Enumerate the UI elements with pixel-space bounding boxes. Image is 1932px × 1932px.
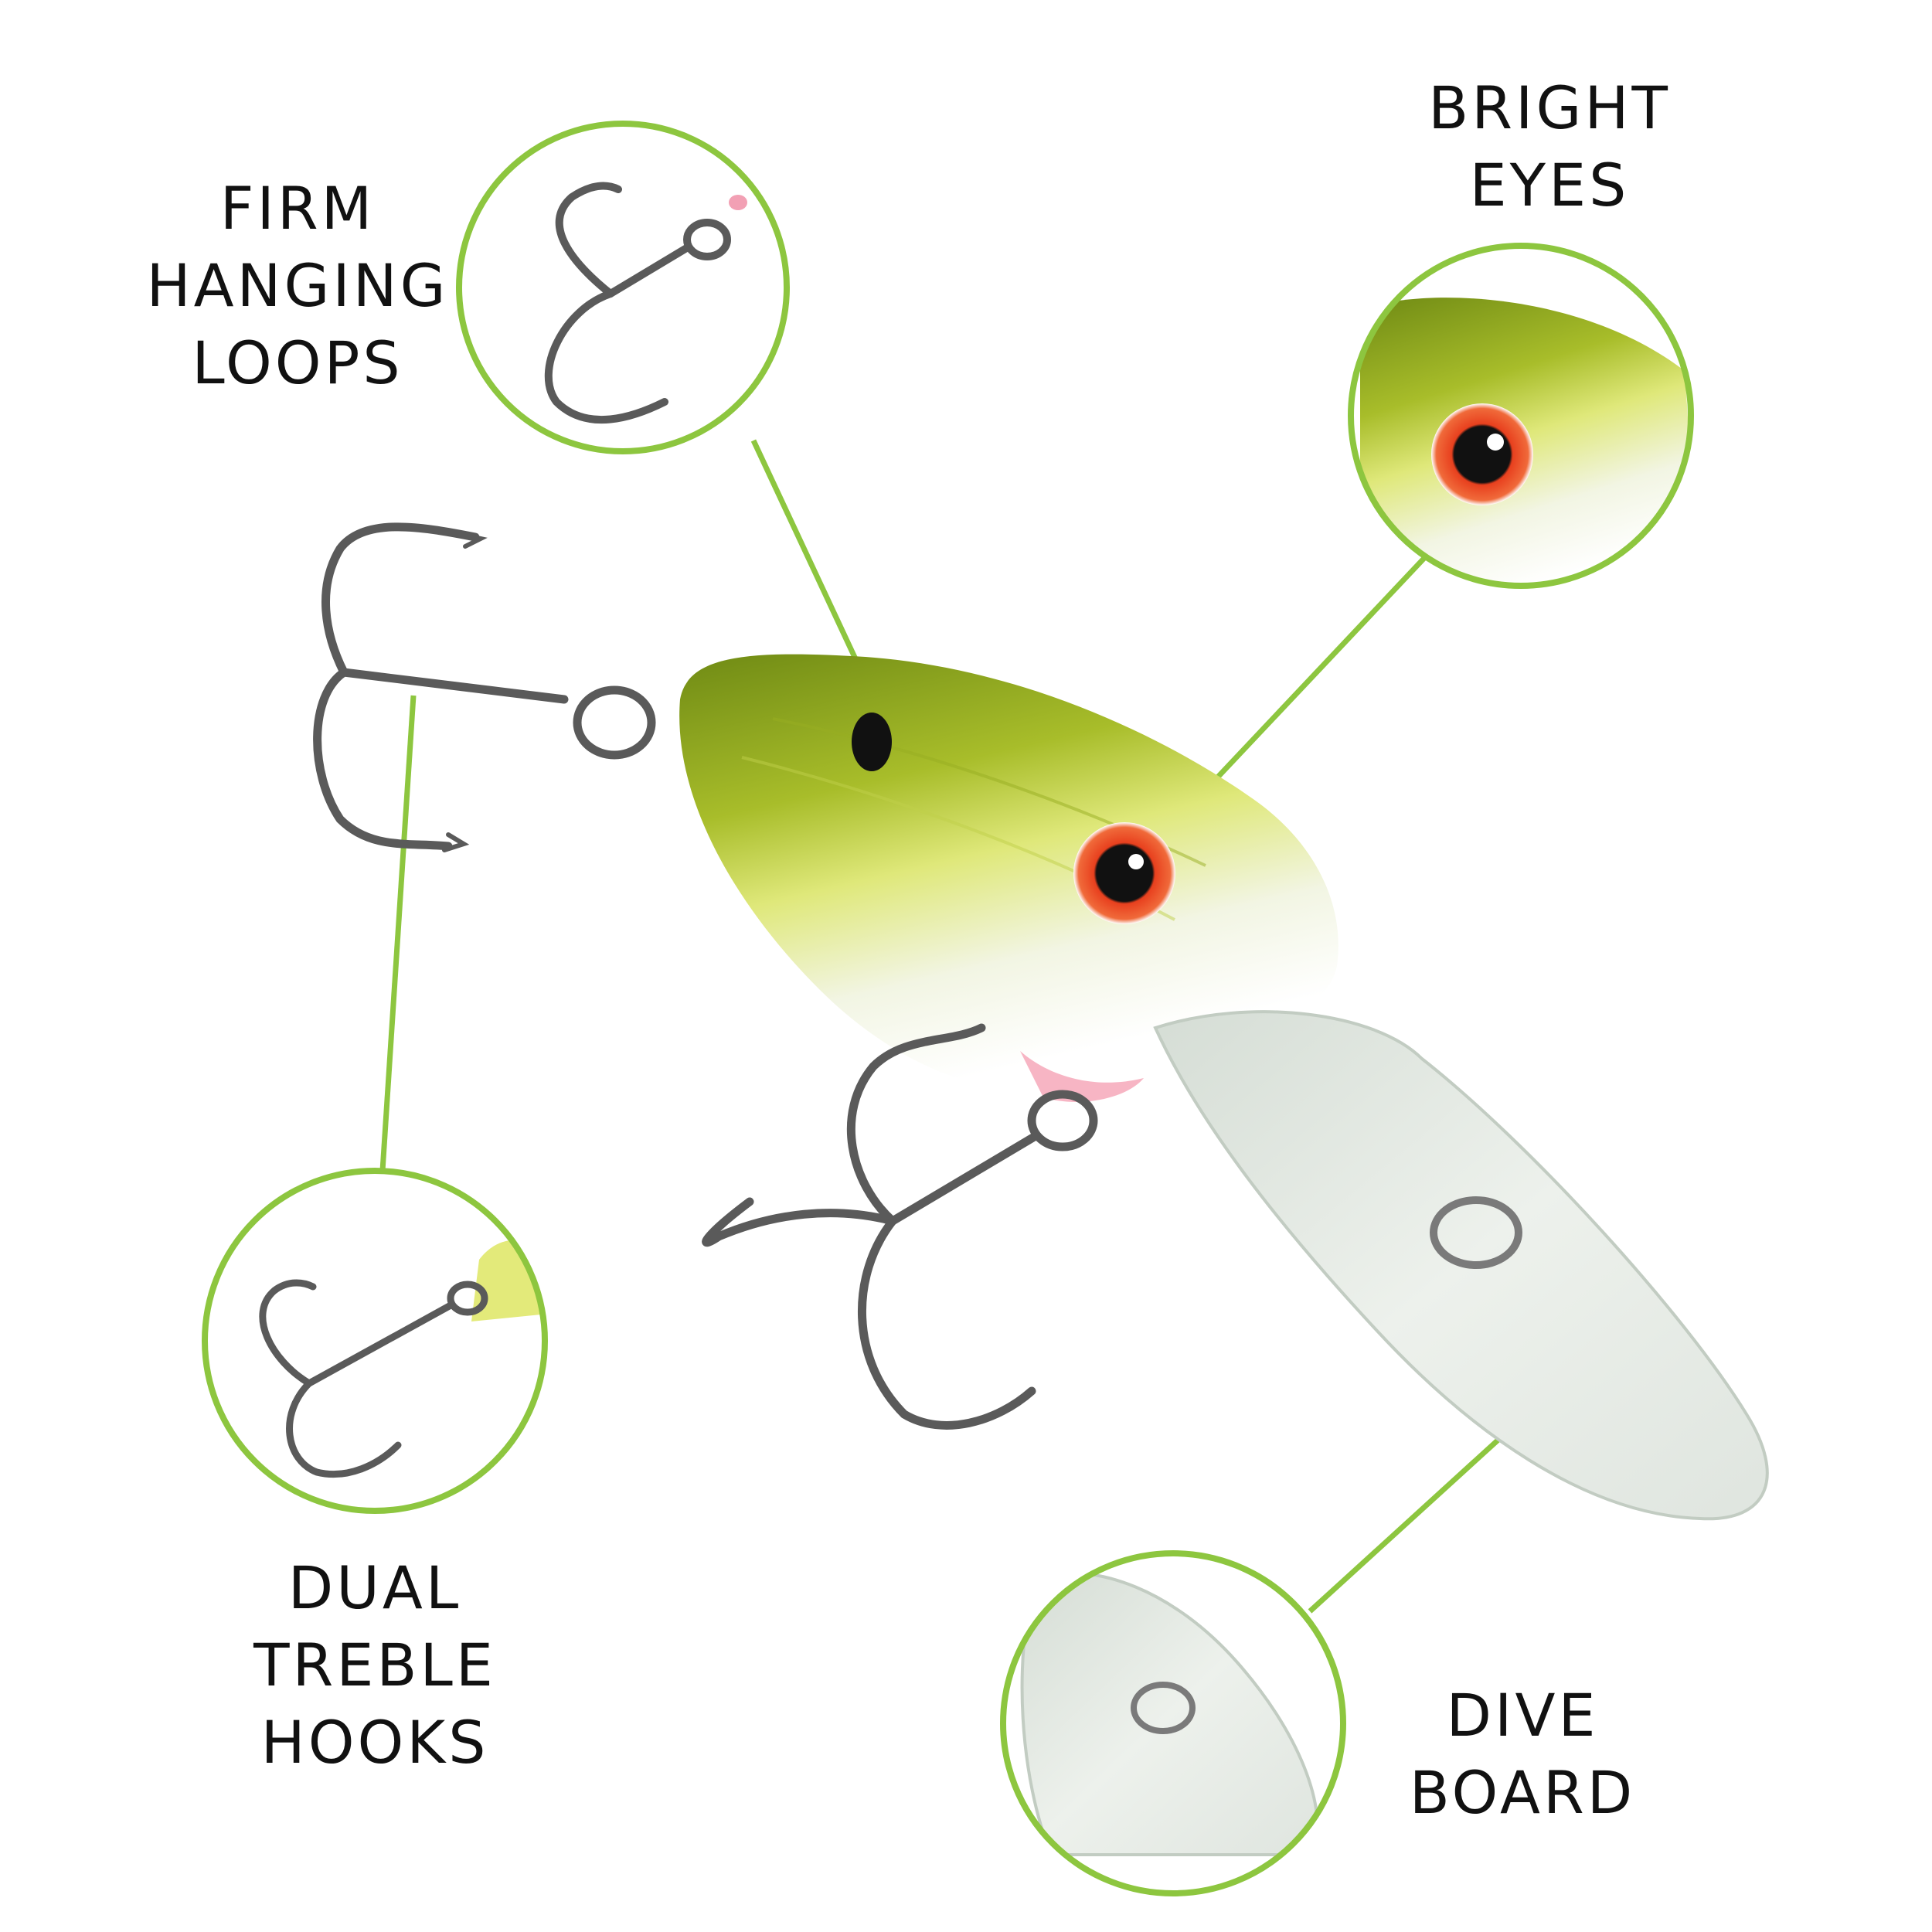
lure-belly-blush <box>1020 1051 1144 1102</box>
lure-spot <box>852 713 892 771</box>
leader-line-hooks <box>379 695 417 1172</box>
rear-treble-hook-icon <box>313 522 656 852</box>
lure-body <box>679 654 1338 1091</box>
main-lure <box>313 522 1769 1521</box>
lip-split-ring-icon <box>1430 1196 1522 1269</box>
belly-treble-hook-icon <box>702 1023 1098 1430</box>
label-hanging-loops: FIRM HANGING LOOPS <box>146 174 449 397</box>
callout-circle-loops <box>456 121 790 454</box>
label-treble-hooks: DUAL TREBLE HOOKS <box>253 1553 496 1777</box>
label-dive-board: DIVE BOARD <box>1409 1681 1636 1827</box>
lure-eye-icon <box>1073 822 1175 924</box>
callout-circle-board <box>1000 1550 1346 1896</box>
label-bright-eyes: BRIGHT EYES <box>1428 73 1671 219</box>
callout-circle-eyes <box>1348 243 1694 589</box>
callout-circle-hooks <box>202 1168 548 1514</box>
